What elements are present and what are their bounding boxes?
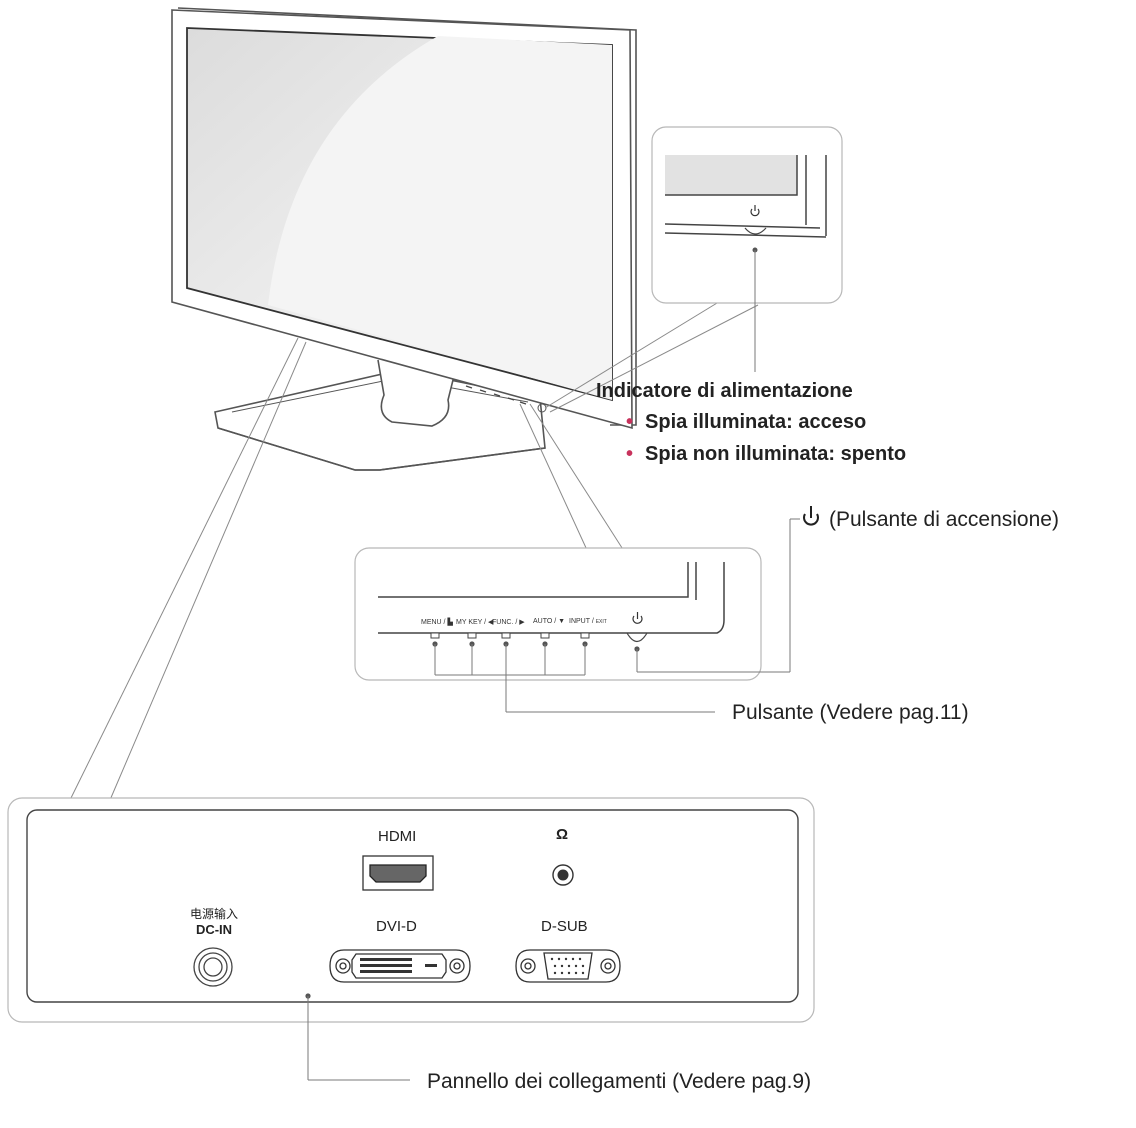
buttons-label: Pulsante (Vedere pag.11) (732, 701, 969, 724)
connection-panel-inset (7, 797, 815, 1081)
monitor-illustration (171, 7, 637, 471)
headphone-jack-shape (552, 864, 574, 886)
button-label-auto: AUTO / ▼ (533, 618, 566, 625)
power-button-label: (Pulsante di accensione) (829, 508, 1059, 531)
hdmi-port-shape (362, 855, 434, 891)
power-indicator-bullet-2: • Spia non illuminata: spento (626, 443, 906, 466)
button-label-func: FUNC. / ▶ (492, 619, 525, 626)
dc-in-label: 电源输入 DC-IN (186, 906, 242, 938)
hdmi-label: HDMI (378, 828, 417, 845)
bullet-text: Spia illuminata: acceso (645, 411, 867, 433)
connection-panel-label: Pannello dei collegamenti (Vedere pag.9) (427, 1070, 812, 1093)
bullet-text: Spia non illuminata: spento (645, 443, 907, 465)
stand-neck (377, 359, 456, 427)
button-label-input: INPUT / EXIT (569, 618, 607, 625)
callout-lines (69, 299, 759, 801)
dc-in-label-en: DC-IN (195, 922, 233, 937)
power-indicator-bullet-1: • Spia illuminata: acceso (626, 411, 866, 434)
dc-in-port-shape (193, 947, 233, 987)
headphone-icon: Ω (556, 826, 569, 843)
dvi-label: DVI-D (376, 918, 417, 935)
button-label-mykey: MY KEY / ◀ (456, 619, 494, 626)
dc-in-label-cn: 电源输入 (189, 907, 238, 921)
power-icon-small (750, 205, 760, 217)
power-indicator-title: Indicatore di alimentazione (596, 380, 853, 402)
power-icon-buttons (632, 612, 643, 624)
bullet-dot: • (626, 411, 634, 433)
power-indicator-inset (651, 126, 843, 372)
power-icon-label (803, 506, 819, 526)
button-label-menu: MENU / ▙ (421, 619, 453, 626)
dsub-label: D-SUB (541, 918, 588, 935)
dsub-port-shape (515, 949, 621, 983)
dvi-port-shape (329, 949, 471, 983)
buttons-inset (354, 518, 800, 713)
bullet-dot: • (626, 443, 634, 465)
